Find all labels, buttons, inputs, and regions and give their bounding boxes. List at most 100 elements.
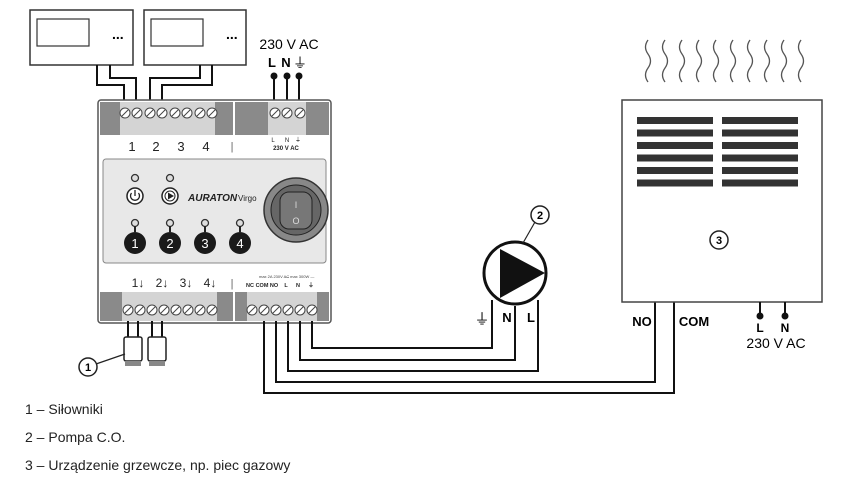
zone-button-4[interactable]: 4 [229, 218, 251, 255]
callout-3: 3 [716, 235, 722, 247]
zone-button-label: 4 [236, 236, 243, 251]
terminal-screw [146, 304, 158, 316]
terminal-screw [156, 107, 168, 119]
zone-label-top: 2 [152, 139, 159, 154]
main-power-switch[interactable]: I O [263, 177, 329, 243]
callout-1: 1 [85, 362, 91, 374]
zone-button-3[interactable]: 3 [194, 218, 216, 255]
mains-wires [270, 72, 303, 103]
zone-button-2[interactable]: 2 [159, 218, 181, 255]
separator: | [231, 278, 234, 290]
earth-icon: ⏚ [308, 282, 314, 289]
terminal-NO-label: NO [270, 283, 279, 289]
terminal-L-label: L [271, 138, 275, 144]
callout-2: 2 [537, 210, 543, 222]
power-icon[interactable] [126, 187, 144, 205]
terminal-screw [206, 304, 218, 316]
zone-label-top: 4 [202, 139, 209, 154]
boiler-N-label: N [781, 321, 790, 335]
grille-bar [637, 117, 713, 124]
grille-bar [722, 117, 798, 124]
terminal-screw [270, 304, 282, 316]
thermostat-2: ... [143, 9, 247, 66]
terminal-screw [158, 304, 170, 316]
actuators: 1 [78, 321, 167, 377]
terminal-screw [282, 304, 294, 316]
thermostat-wires [96, 65, 213, 103]
pump-N-label: N [502, 310, 511, 325]
terminal-screw [170, 304, 182, 316]
heat-waves-icon [644, 39, 805, 83]
zone-button-1[interactable]: 1 [124, 218, 146, 255]
boiler-L-label: L [756, 321, 763, 335]
terminal-screw [258, 304, 270, 316]
grille-bar [722, 142, 798, 149]
zone-label-bottom: 4↓ [204, 276, 217, 290]
terminal-screw [281, 107, 293, 119]
controller-auraton-virgo: 1 2 3 4 | L N ⏚ 230 V AC AURATON Virgo [97, 99, 332, 324]
terminal-COM-label: COM [256, 283, 269, 289]
grille-bar [637, 154, 713, 162]
terminal-NC-label: NC [246, 283, 254, 289]
grille-bar [722, 179, 798, 187]
grille-bar [722, 167, 798, 174]
mains-L-label: L [268, 55, 276, 70]
pump-L-label: L [527, 310, 535, 325]
zone-label-bottom: 1↓ [132, 276, 145, 290]
terminal-screw [194, 304, 206, 316]
legend-item-1: 1 – Siłowniki [25, 401, 103, 417]
mains-N-label: N [281, 55, 290, 70]
boiler-NO-label: NO [632, 314, 652, 329]
model-label: Virgo [238, 194, 257, 203]
thermostat-dots: ... [112, 26, 124, 42]
zone-label-bottom: 3↓ [180, 276, 193, 290]
earth-icon: ⏚ [293, 55, 307, 71]
relay-rating: max 2A 230V AC [259, 274, 289, 279]
terminal-screw [134, 304, 146, 316]
terminal-screw [119, 107, 131, 119]
grille-bar [722, 154, 798, 162]
grille-bar [637, 142, 713, 149]
pump-rating: — max 300W — [285, 274, 314, 279]
grille-bar [722, 129, 798, 137]
terminal-screw [181, 107, 193, 119]
earth-icon: ⏚ [474, 311, 489, 328]
grille-bar [637, 129, 713, 137]
brand-logo: AURATON [187, 193, 238, 204]
zone-button-label: 3 [201, 236, 208, 251]
zone-button-label: 1 [131, 236, 138, 251]
circulation-pump: 2 ⏚ N L [474, 205, 550, 328]
mains-voltage-label: 230 V AC [259, 36, 318, 52]
switch-off-label: O [292, 216, 299, 226]
separator: | [231, 141, 234, 153]
terminal-screw [144, 107, 156, 119]
boiler-COM-label: COM [679, 314, 709, 329]
terminal-screw [122, 304, 134, 316]
grille-bar [637, 179, 713, 187]
bottom-terminal-screws [122, 304, 318, 316]
zone-label-top: 3 [177, 139, 184, 154]
boiler-voltage-label: 230 V AC [746, 335, 805, 351]
output-wires [263, 300, 675, 394]
zone-label-top: 1 [128, 139, 135, 154]
top-terminal-screws [119, 107, 306, 119]
heating-device: 3 NO COM L N 230 V AC [621, 39, 823, 351]
terminal-screw [294, 107, 306, 119]
terminal-voltage-label: 230 V AC [273, 146, 299, 152]
switch-on-label: I [295, 200, 298, 210]
earth-icon: ⏚ [295, 137, 301, 144]
terminal-screw [206, 107, 218, 119]
thermostat-dots: ... [226, 26, 238, 42]
terminal-screw [182, 304, 194, 316]
terminal-screw [306, 304, 318, 316]
terminal-L-label: L [284, 283, 288, 289]
legend-item-3: 3 – Urządzenie grzewcze, np. piec gazowy [25, 457, 291, 473]
pump-mode-icon[interactable] [161, 187, 179, 205]
terminal-screw [269, 107, 281, 119]
terminal-screw [169, 107, 181, 119]
terminal-screw [131, 107, 143, 119]
terminal-N-label: N [296, 283, 300, 289]
terminal-screw [294, 304, 306, 316]
legend-item-2: 2 – Pompa C.O. [25, 429, 126, 445]
